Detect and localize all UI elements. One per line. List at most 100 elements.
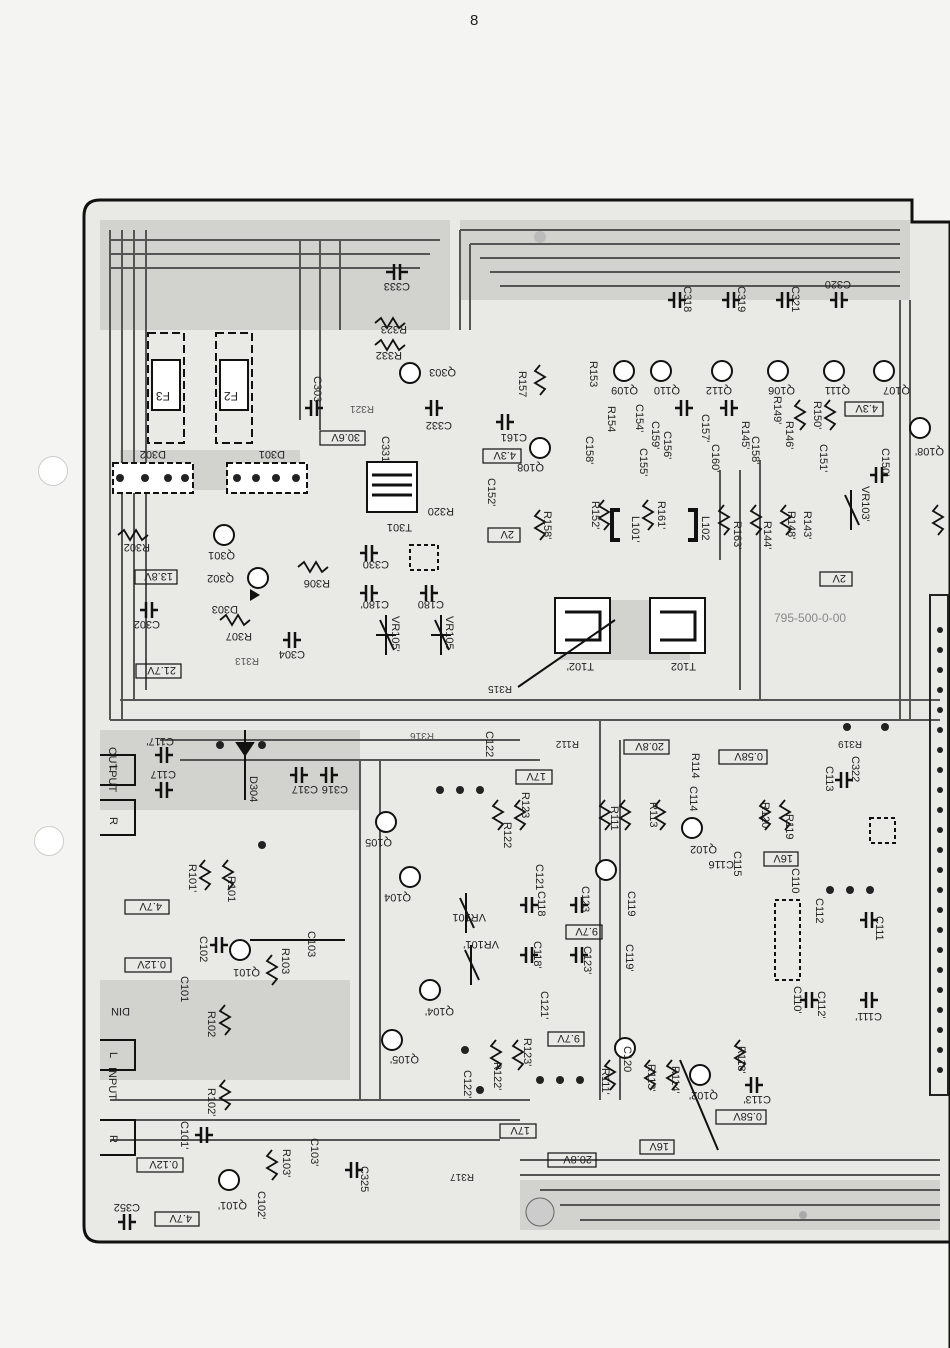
voltage-43-top: 4.3V xyxy=(855,402,878,414)
r122p-label: R122' xyxy=(491,1062,503,1090)
r120-label: R120 xyxy=(759,802,771,828)
r118-label: R118' xyxy=(735,1046,747,1074)
r316-label: R316 xyxy=(410,730,434,741)
component-labels: 4.3V 4.3V 30.6V 2V 2V 13.8V 21.7V 20.8V … xyxy=(106,278,944,1224)
voltage-47-top: 4.7V xyxy=(139,900,162,912)
r101p-label: R101' xyxy=(186,864,198,892)
r102-label: R102 xyxy=(205,1011,217,1037)
c101-label: C101 xyxy=(178,976,190,1002)
q111-label: Q111 xyxy=(825,384,850,396)
q106-label: Q106 xyxy=(768,384,795,396)
r148-label: R148' xyxy=(785,511,797,539)
voltage-97-bot: 9.7V xyxy=(557,1032,580,1044)
q101-label: Q101 xyxy=(233,966,260,978)
c320-label: C320 xyxy=(825,278,851,290)
binder-hole xyxy=(38,456,68,486)
q101p-label: Q101' xyxy=(218,1199,247,1211)
c121-label: C121 xyxy=(533,864,545,890)
q102-label: Q102 xyxy=(690,843,717,855)
r119-label: R119 xyxy=(783,814,795,839)
r332-label: R332 xyxy=(376,349,402,361)
jumper-wire xyxy=(679,1059,719,1151)
q107-label: Q107 xyxy=(883,384,910,396)
voltage-012-bot: 0.12V xyxy=(149,1158,178,1170)
q108-label: Q108 xyxy=(517,461,544,473)
c102p-label: C102' xyxy=(255,1191,267,1219)
q301-label: Q301 xyxy=(208,549,235,561)
vr105-label: VR105 xyxy=(443,616,455,650)
c120-label: C120 xyxy=(621,1046,633,1072)
c112p-label: C112' xyxy=(815,991,827,1019)
q102p-label: Q102' xyxy=(689,1089,718,1101)
c118-label: C118 xyxy=(535,891,547,916)
transformer-t301 xyxy=(366,461,418,513)
c333-label: C333 xyxy=(384,280,410,292)
voltage-16-top: 16V xyxy=(773,852,793,864)
vr105p-label: VR105' xyxy=(389,616,401,652)
q104-label: Q104 xyxy=(384,891,411,903)
voltage-208-top: 20.8V xyxy=(635,740,664,752)
d301-label: D301 xyxy=(259,448,285,460)
voltage-97-top: 9.7V xyxy=(575,925,598,937)
input-connector-label: INPUT xyxy=(106,1067,118,1100)
c331-label: C331 xyxy=(379,436,391,462)
r111p-label: R111' xyxy=(599,1068,611,1095)
r152-label: R152' xyxy=(589,501,601,529)
c330-label: C330 xyxy=(363,558,389,570)
diode-d303 xyxy=(250,589,260,601)
copper-areas xyxy=(100,220,940,1230)
fuse-f3: F3 xyxy=(147,332,185,444)
c103p-label: C103' xyxy=(308,1138,320,1166)
c121p-label: C121' xyxy=(538,991,550,1019)
r150-label: R150' xyxy=(811,401,823,429)
header-box xyxy=(774,899,801,981)
capacitors xyxy=(118,264,888,1230)
voltage-labels xyxy=(124,401,884,1227)
c316-label: C316 xyxy=(322,783,348,795)
input-r-label: R xyxy=(107,1135,119,1143)
c304-label: C304 xyxy=(279,648,305,660)
c318-label: C318 xyxy=(681,286,693,312)
vr101-label: VR101 xyxy=(452,911,486,923)
c154-label: C154' xyxy=(633,404,645,432)
c110-label: C110 xyxy=(789,868,801,893)
r102p-label: R102' xyxy=(205,1088,217,1116)
din-connector-label: DIN xyxy=(111,1005,130,1017)
r153-label: R153 xyxy=(587,361,599,387)
c332-label: C332 xyxy=(426,419,452,431)
r157-label: R157 xyxy=(516,371,528,397)
edge-connector xyxy=(929,594,949,1096)
c302-label: C302 xyxy=(134,618,160,630)
r123p-label: R123' xyxy=(521,1038,533,1066)
mount-hole xyxy=(525,1197,555,1227)
q105p-label: Q105' xyxy=(390,1053,419,1065)
q302-label: Q302 xyxy=(207,572,234,584)
c101p-label: C101' xyxy=(178,1121,190,1149)
voltage-2-top: 2V xyxy=(500,528,514,540)
fuse-f2-label: F2 xyxy=(224,389,238,403)
c113p-label: C113' xyxy=(743,1093,771,1105)
c161-label: C161 xyxy=(501,431,527,443)
l101-label: L101' xyxy=(629,516,641,543)
voltage-47-bot: 4.7V xyxy=(169,1212,192,1224)
c111p-label: C111' xyxy=(855,1010,882,1022)
c102-label: C102 xyxy=(197,936,209,962)
c158-label: C158' xyxy=(583,436,595,464)
voltage-208-bot: 20.8V xyxy=(563,1153,592,1165)
c116-label: C116 xyxy=(709,858,734,870)
c122p-label: C122' xyxy=(461,1070,473,1098)
c317-label: C317 xyxy=(292,783,318,795)
r112-label: R112 xyxy=(555,738,579,749)
c119p-label: C119' xyxy=(623,944,635,972)
c150-label: C150' xyxy=(879,448,891,476)
c319-label: C319 xyxy=(735,286,747,312)
jumper-wire xyxy=(517,619,616,688)
c103-label: C103 xyxy=(305,931,317,957)
c123p-label: C123' xyxy=(581,946,593,974)
r163-label: R163' xyxy=(731,521,743,549)
board-part-number: 795-500-0-00 xyxy=(774,611,846,625)
r320-label: R320 xyxy=(428,505,454,517)
r315-label: R315 xyxy=(488,683,512,694)
r101-label: R101 xyxy=(225,876,237,902)
voltage-138: 13.8V xyxy=(144,570,173,582)
